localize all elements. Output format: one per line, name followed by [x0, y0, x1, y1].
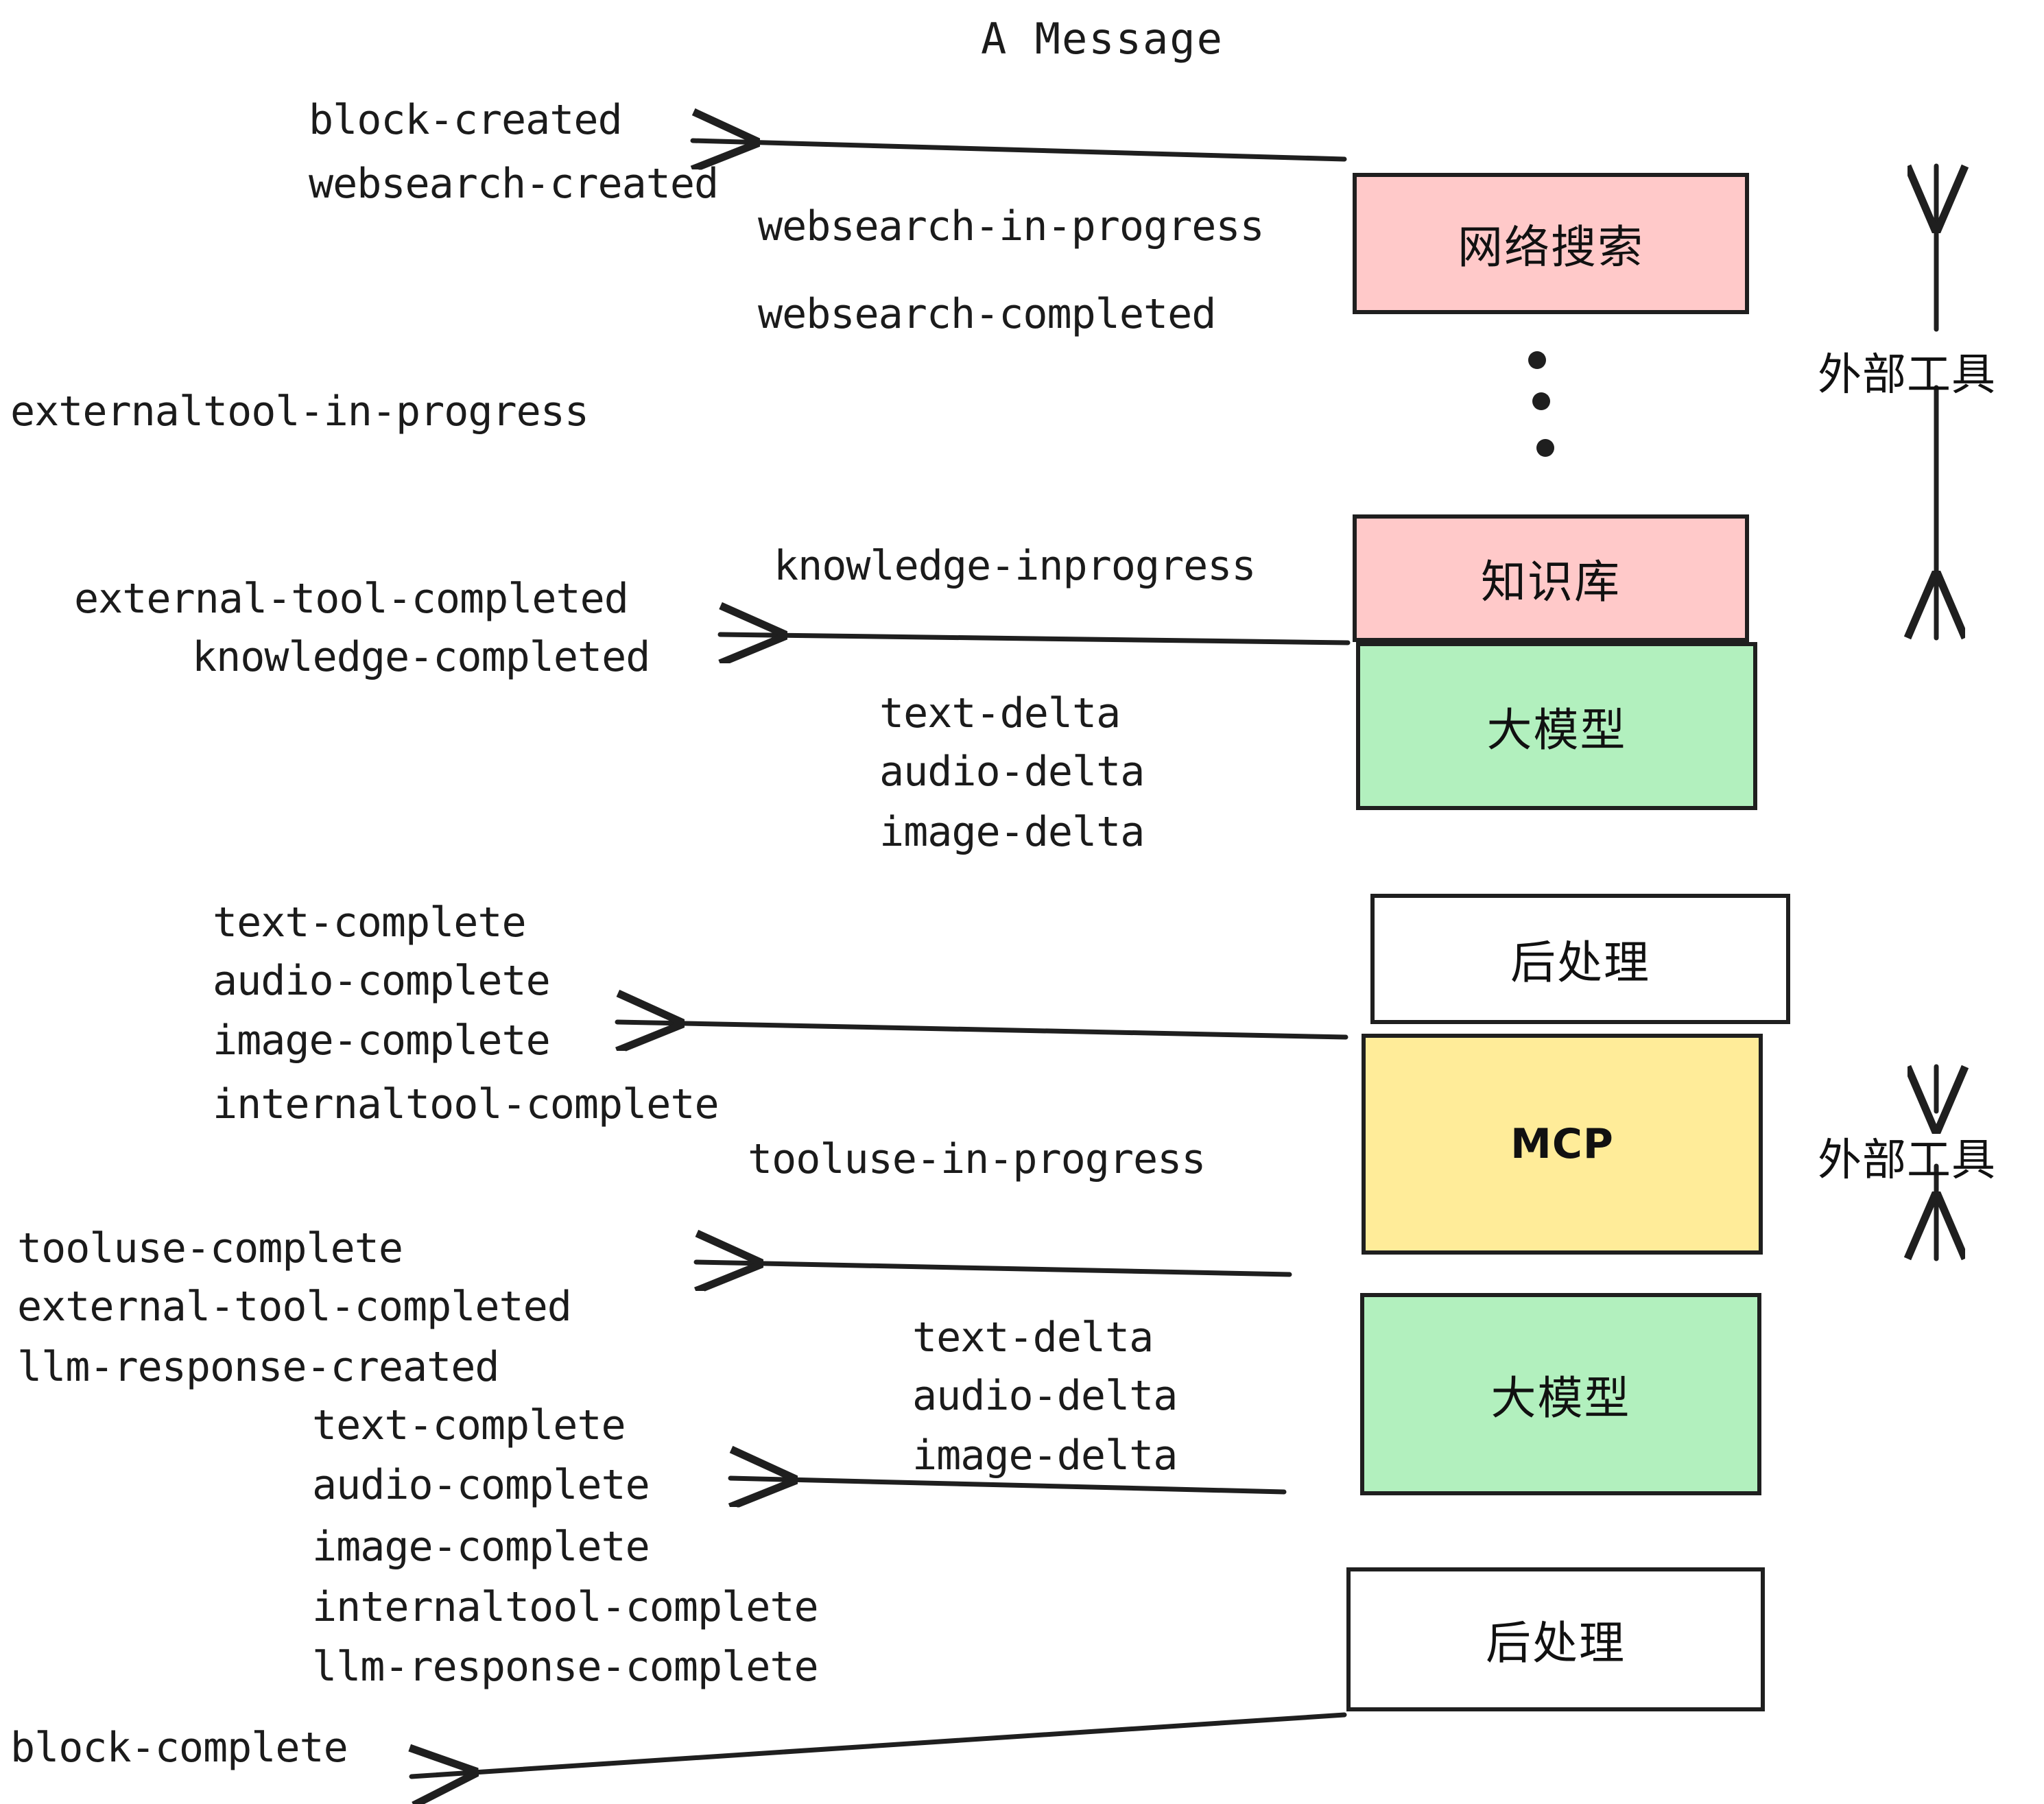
audio-complete-arrow [728, 1478, 1287, 1492]
event-label: image-complete [312, 1523, 650, 1571]
image-complete-arrow [615, 1022, 1348, 1037]
event-label: block-complete [10, 1724, 348, 1772]
external-tools-bottom-label: 外部工具 [1818, 1135, 1996, 1186]
event-label: image-delta [912, 1432, 1178, 1480]
event-label: internaltool-complete [213, 1080, 720, 1128]
node-llm-1: 大模型 [1356, 642, 1757, 810]
event-label: image-delta [879, 808, 1145, 856]
node-websearch: 网络搜索 [1353, 173, 1749, 314]
ellipsis-dot-1 [1528, 351, 1546, 369]
event-label: text-delta [912, 1314, 1154, 1362]
event-label: websearch-in-progress [758, 202, 1265, 250]
event-label: llm-response-complete [312, 1643, 819, 1691]
event-label: knowledge-inprogress [774, 542, 1256, 590]
ellipsis-dot-3 [1536, 439, 1554, 457]
event-label: internaltool-complete [312, 1583, 819, 1631]
block-complete-arrow [412, 1712, 1347, 1777]
node-knowledgebase: 知识库 [1353, 514, 1749, 642]
event-label: text-complete [312, 1401, 626, 1449]
event-label: llm-response-created [17, 1343, 499, 1391]
event-label: text-complete [213, 899, 527, 947]
knowledge-completed-arrow [717, 634, 1351, 643]
tooluse-complete-arrow [693, 1262, 1292, 1274]
event-label: websearch-completed [758, 290, 1216, 338]
node-postprocess-1: 后处理 [1370, 894, 1790, 1024]
event-label: websearch-created [309, 160, 719, 208]
external-tools-top-label: 外部工具 [1818, 350, 1996, 401]
diagram-title: A Message [981, 14, 1224, 64]
node-llm-2: 大模型 [1360, 1293, 1761, 1495]
block-created-arrow [690, 141, 1347, 159]
event-label: knowledge-completed [192, 633, 650, 681]
event-label: text-delta [879, 689, 1121, 737]
node-postprocess-2: 后处理 [1346, 1567, 1765, 1711]
event-label: audio-delta [879, 748, 1145, 796]
event-label: audio-complete [213, 957, 551, 1005]
event-label: audio-complete [312, 1461, 650, 1509]
event-label: audio-delta [912, 1372, 1178, 1420]
event-label: tooluse-in-progress [748, 1135, 1206, 1183]
event-label: externaltool-in-progress [10, 388, 589, 436]
event-label: external-tool-completed [17, 1283, 572, 1331]
event-label: block-created [309, 96, 623, 144]
node-mcp: MCP [1362, 1034, 1763, 1255]
ellipsis-dot-2 [1532, 392, 1550, 410]
event-label: external-tool-completed [74, 575, 629, 623]
event-label: tooluse-complete [17, 1224, 403, 1272]
event-label: image-complete [213, 1017, 551, 1065]
